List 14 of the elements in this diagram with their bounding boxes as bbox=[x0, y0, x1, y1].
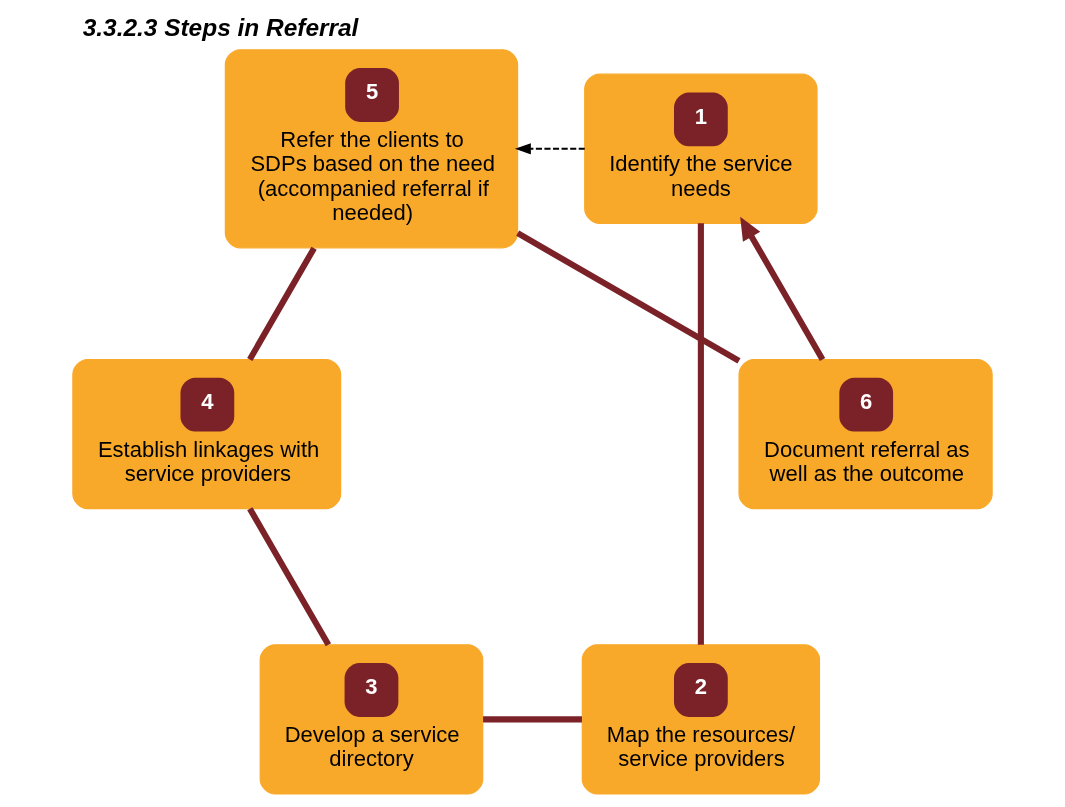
node-box: 5 Refer the clients to SDPs based on the need (accompanied referral if needed) bbox=[224, 49, 519, 249]
node-box: 3 Develop a service directory bbox=[259, 644, 484, 795]
node-box: 1 Identify the service needs bbox=[584, 73, 818, 224]
connector bbox=[483, 716, 582, 723]
arrow bbox=[514, 143, 586, 155]
connector bbox=[247, 507, 332, 647]
connector bbox=[516, 230, 741, 364]
diagram-title: 3.3.2.3 Steps in Referral bbox=[82, 14, 359, 42]
connector bbox=[697, 223, 704, 645]
node-box: 6 Document referral as well as the outcome bbox=[738, 358, 993, 510]
node-box: 4 Establish linkages with service providers bbox=[72, 358, 342, 510]
arrow bbox=[740, 216, 826, 361]
node-box: 2 Map the resources/ service providers bbox=[581, 644, 821, 795]
connector bbox=[247, 246, 317, 361]
